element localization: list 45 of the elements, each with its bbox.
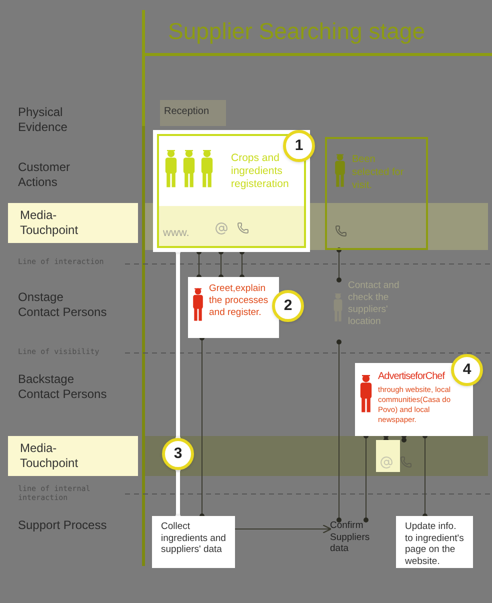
row-label: Physical Evidence: [18, 105, 68, 135]
node-text: Reception: [164, 105, 210, 119]
node-text: 3: [174, 444, 182, 464]
customer-action-frame: [325, 137, 428, 250]
support-process-card: [152, 516, 235, 568]
connector-line: [336, 340, 342, 522]
row-header-box: [8, 436, 138, 476]
stage-title: Supplier Searching stage: [168, 17, 425, 46]
connector-line: [218, 250, 224, 280]
connector-line: [176, 468, 180, 518]
row-header-box: [8, 203, 138, 243]
arrow: [234, 524, 332, 534]
customer-action-card: [153, 130, 310, 252]
node-text: Greet,explain the processes and register.: [209, 282, 270, 319]
contact-person-card: [188, 277, 279, 338]
connector-line: [196, 250, 202, 280]
node-text: www.: [163, 227, 190, 239]
row-label: Support Process: [18, 518, 108, 533]
node-text: Collect ingredients and suppliers' data: [161, 521, 226, 556]
support-process-card: [396, 516, 473, 568]
connector-line: [336, 248, 342, 282]
step-number-badge: [451, 354, 483, 386]
connector-line: [384, 434, 388, 442]
node-text: 4: [462, 360, 472, 380]
node-text: Confirm Suppliers data: [330, 520, 371, 554]
media-touchpoint-group: [376, 440, 412, 472]
node-text: Media-Touchpoint: [20, 441, 80, 471]
node-text: AdvertiseforChef: [378, 370, 446, 383]
backstage-card: [355, 363, 473, 436]
node-text: Media-Touchpoint: [20, 208, 80, 238]
connector-line: [422, 434, 428, 518]
step-number-badge: [272, 290, 304, 322]
connector-line: [364, 434, 368, 522]
connector-line: [402, 434, 406, 442]
node-text: Update info. to ingredient's page on the website.: [405, 521, 464, 567]
node-text: 2: [284, 296, 292, 316]
node-text: 1: [294, 136, 304, 156]
node-text: Crops and ingredients registeration: [231, 152, 290, 191]
connector-line: [240, 250, 244, 280]
row-label: Backstage Contact Persons: [18, 372, 108, 402]
connector-line: [176, 250, 180, 440]
node-text: Been selected for visit.: [352, 153, 405, 192]
row-label: Onstage Contact Persons: [18, 290, 108, 320]
row-label: Customer Actions: [18, 160, 72, 190]
connector-line: [200, 336, 204, 518]
